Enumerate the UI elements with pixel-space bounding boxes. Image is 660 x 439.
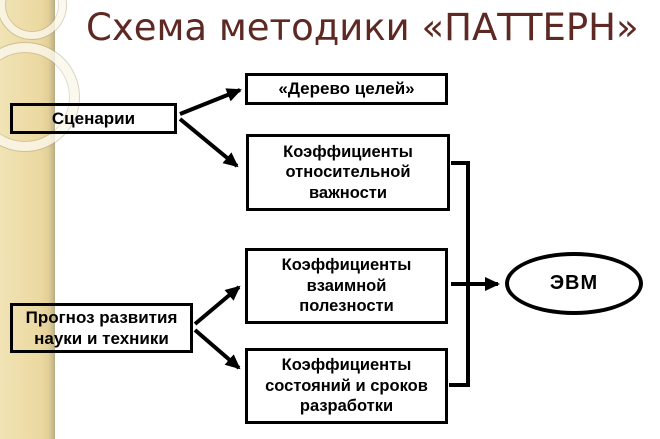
node-goal-tree: «Дерево целей» — [245, 73, 448, 105]
node-scenarios: Сценарии — [10, 103, 177, 134]
node-computer-evm: ЭВМ — [505, 252, 643, 315]
node-relative-importance-coefficients: Коэффициенты относительной важности — [246, 134, 450, 211]
arrow-scenarios-to-relative-importance — [178, 117, 239, 168]
arrow-forecast-to-mutual-utility — [193, 285, 241, 326]
slide-title: Схема методики «ПАТТЕРН» — [86, 6, 639, 49]
node-science-tech-forecast: Прогноз развития науки и техники — [10, 303, 193, 353]
arrow-scenarios-to-goal-tree — [179, 88, 242, 116]
decorative-ring-icon — [0, 43, 79, 151]
arrow-forecast-to-states-terms — [193, 328, 241, 370]
node-mutual-utility-coefficients: Коэффициенты взаимной полезности — [245, 248, 448, 324]
connector-coefficients-bus — [449, 161, 470, 387]
decorative-ring-icon — [0, 0, 66, 39]
node-states-terms-coefficients: Коэффициенты состояний и сроков разработ… — [245, 348, 448, 424]
